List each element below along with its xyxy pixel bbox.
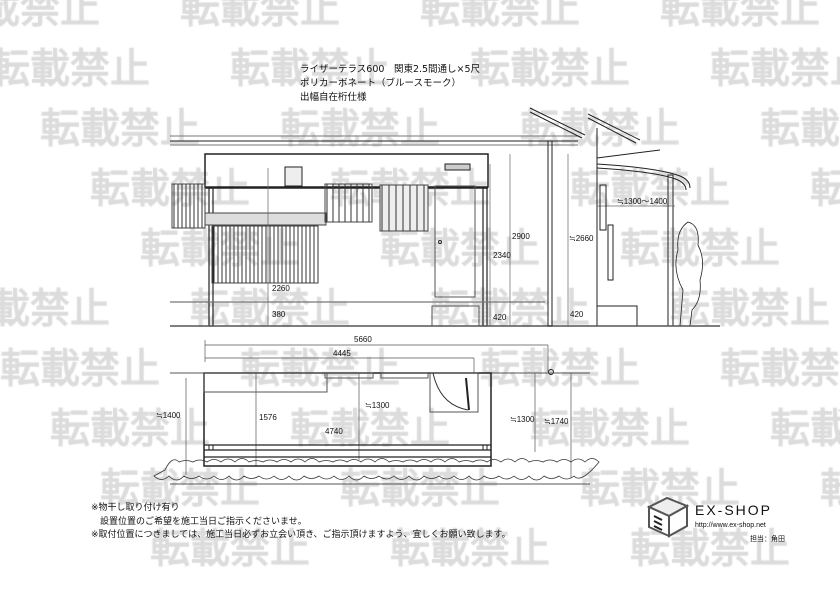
front-elevation: 2260 380 2900 2340 420 ≒2660 420 ≒1300～1… [170,107,720,327]
terrace-beam [204,153,489,188]
tree [675,221,703,327]
dim-420-side: 420 [570,310,584,319]
brand-url: http://www.ex-shop.net [695,522,766,529]
note-attendance: ※取付位置につきましては、施工当日必ずお立会い頂き、ご指示頂けますよう、宜しくお… [91,530,511,540]
note-position-request: 設置位置のご希望を施工当日ご指示くださいませ。 [91,516,307,527]
person-in-charge: 担当：角田 [750,535,785,543]
downpipe [547,140,553,327]
vent [444,163,471,171]
dim-1300-side: ≒1300 [510,415,535,424]
plan-view: 5660 4445 ≒1400 1576 ≒1300 4740 ≒1300 ≒1… [153,335,600,485]
step-box [431,305,480,327]
note-clothesline: ※物干し取り付け有り [91,503,180,513]
window-shutters [171,183,429,284]
title-product: ライザーテラス600 関東2.5間通し×5尺 [300,64,481,75]
cube-logo-icon [646,496,690,538]
post-right [482,187,488,327]
dim-1300-1400: ≒1300～1400 [617,197,668,206]
dim-5660: 5660 [354,335,372,344]
door [434,185,476,298]
title-material: ポリカーボネート（ブルースモーク） [300,78,462,89]
door-knob [438,240,442,244]
dim-2340: 2340 [493,251,511,260]
dim-2260: 2260 [272,284,290,293]
dim-2660: ≒2660 [569,234,594,243]
dim-1740: ≒1740 [544,417,569,426]
dim-1400: ≒1400 [156,411,181,420]
dim-1300-plan: ≒1300 [365,401,390,410]
dim-380: 380 [272,310,286,319]
title-spec: 出幅自在桁仕様 [300,92,367,103]
dim-2900: 2900 [512,232,530,241]
brand-name: EX-SHOP [695,502,773,518]
side-section [529,107,720,327]
post-marker [548,369,554,375]
dim-4740: 4740 [325,427,343,436]
terrace-plan-outline [203,372,492,467]
notes: ※物干し取り付け有り 設置位置のご希望を施工当日ご指示くださいませ。 ※取付位置… [91,502,511,543]
dim-420-front: 420 [493,313,507,322]
hedge-bushes [153,458,600,481]
ventilation-fan [284,166,303,187]
drawing-title: ライザーテラス600 関東2.5間通し×5尺 ポリカーボネート（ブルースモーク）… [300,63,480,105]
dim-4445: 4445 [333,349,351,358]
ex-shop-logo: EX-SHOP http://www.ex-shop.net 担当：角田 [645,494,795,544]
dim-1576: 1576 [259,413,277,422]
